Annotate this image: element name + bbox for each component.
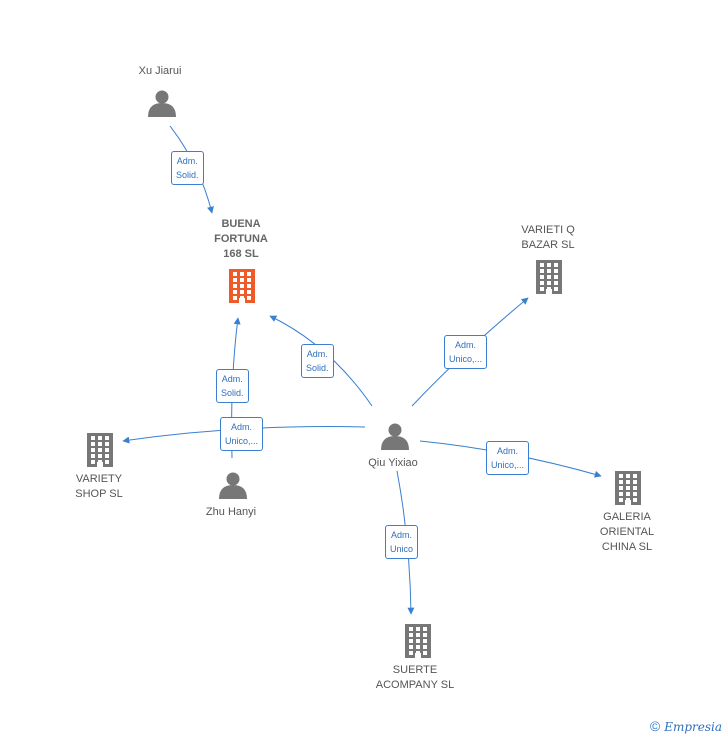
node-label-line: ACOMPANY SL [375, 679, 455, 691]
node-label-varietiq[interactable]: VARIETI Q BAZAR SL [521, 223, 575, 253]
node-label-line: Qiu Yixiao [368, 457, 418, 469]
relation-label-line: Solid. [306, 363, 329, 373]
node-label-line: BAZAR SL [521, 239, 575, 251]
node-label-line: Xu Jiarui [138, 65, 182, 77]
person-icon-qiu[interactable] [381, 423, 409, 451]
relation-label-line: Adm. [455, 340, 477, 350]
node-label-line: SUERTE [392, 664, 438, 676]
building-icon-suerte[interactable] [405, 624, 431, 658]
copyright-symbol: © [649, 718, 661, 734]
building-icon-buena[interactable] [229, 269, 255, 303]
relation-label-line: Adm. [497, 446, 519, 456]
node-label-buena[interactable]: BUENA FORTUNA 168 SL [214, 217, 268, 262]
relation-label-qiu-suerte[interactable]: Adm. Unico [385, 525, 419, 559]
building-icon-galeria[interactable] [615, 471, 641, 505]
relation-label-line: Adm. [306, 349, 328, 359]
relation-label-line: Adm. [391, 530, 413, 540]
node-label-line: Zhu Hanyi [205, 506, 257, 518]
node-label-line: BUENA [221, 218, 261, 230]
building-icon-varietiq[interactable] [536, 260, 562, 294]
person-icon-xu[interactable] [148, 90, 176, 118]
person-icon-zhu[interactable] [219, 472, 247, 500]
brand-name: Empresia [664, 720, 722, 734]
node-label-line: VARIETI Q [521, 224, 575, 236]
node-label-line: CHINA SL [601, 541, 653, 553]
relation-label-line: Solid. [176, 170, 199, 180]
node-label-line: ORIENTAL [599, 526, 655, 538]
footer-brand: ©Empresia [650, 718, 722, 734]
node-label-zhu[interactable]: Zhu Hanyi [206, 505, 256, 520]
relation-label-qiu-buena[interactable]: Adm. Solid. [301, 344, 334, 378]
node-label-line: VARIETY [75, 473, 123, 485]
building-icon-variety[interactable] [87, 433, 113, 467]
relation-label-line: Unico,... [449, 354, 483, 364]
relation-label-qiu-varietiq[interactable]: Adm. Unico,... [444, 335, 488, 369]
node-label-line: 168 SL [223, 248, 259, 260]
relation-label-xu-buena[interactable]: Adm. Solid. [171, 151, 204, 185]
relation-label-line: Unico,... [491, 460, 525, 470]
relation-label-line: Adm. [176, 156, 198, 166]
relation-label-zhu-buena[interactable]: Adm. Solid. [216, 369, 249, 403]
node-label-galeria[interactable]: GALERIA ORIENTAL CHINA SL [600, 510, 654, 555]
relation-label-line: Adm. [231, 422, 253, 432]
node-label-line: SHOP SL [75, 488, 123, 500]
node-label-variety[interactable]: VARIETY SHOP SL [75, 472, 123, 502]
node-label-xu[interactable]: Xu Jiarui [139, 64, 182, 79]
node-label-line: FORTUNA [214, 233, 268, 245]
relation-label-qiu-variety[interactable]: Adm. Unico,... [220, 417, 264, 451]
relation-label-line: Adm. [221, 374, 243, 384]
node-label-line: GALERIA [603, 511, 651, 523]
relation-label-line: Unico,... [225, 436, 259, 446]
relation-label-line: Solid. [221, 388, 244, 398]
node-label-suerte[interactable]: SUERTE ACOMPANY SL [376, 663, 454, 693]
relation-label-line: Unico [390, 544, 414, 554]
node-label-qiu[interactable]: Qiu Yixiao [368, 456, 418, 471]
relation-label-qiu-galeria[interactable]: Adm. Unico,... [486, 441, 530, 475]
